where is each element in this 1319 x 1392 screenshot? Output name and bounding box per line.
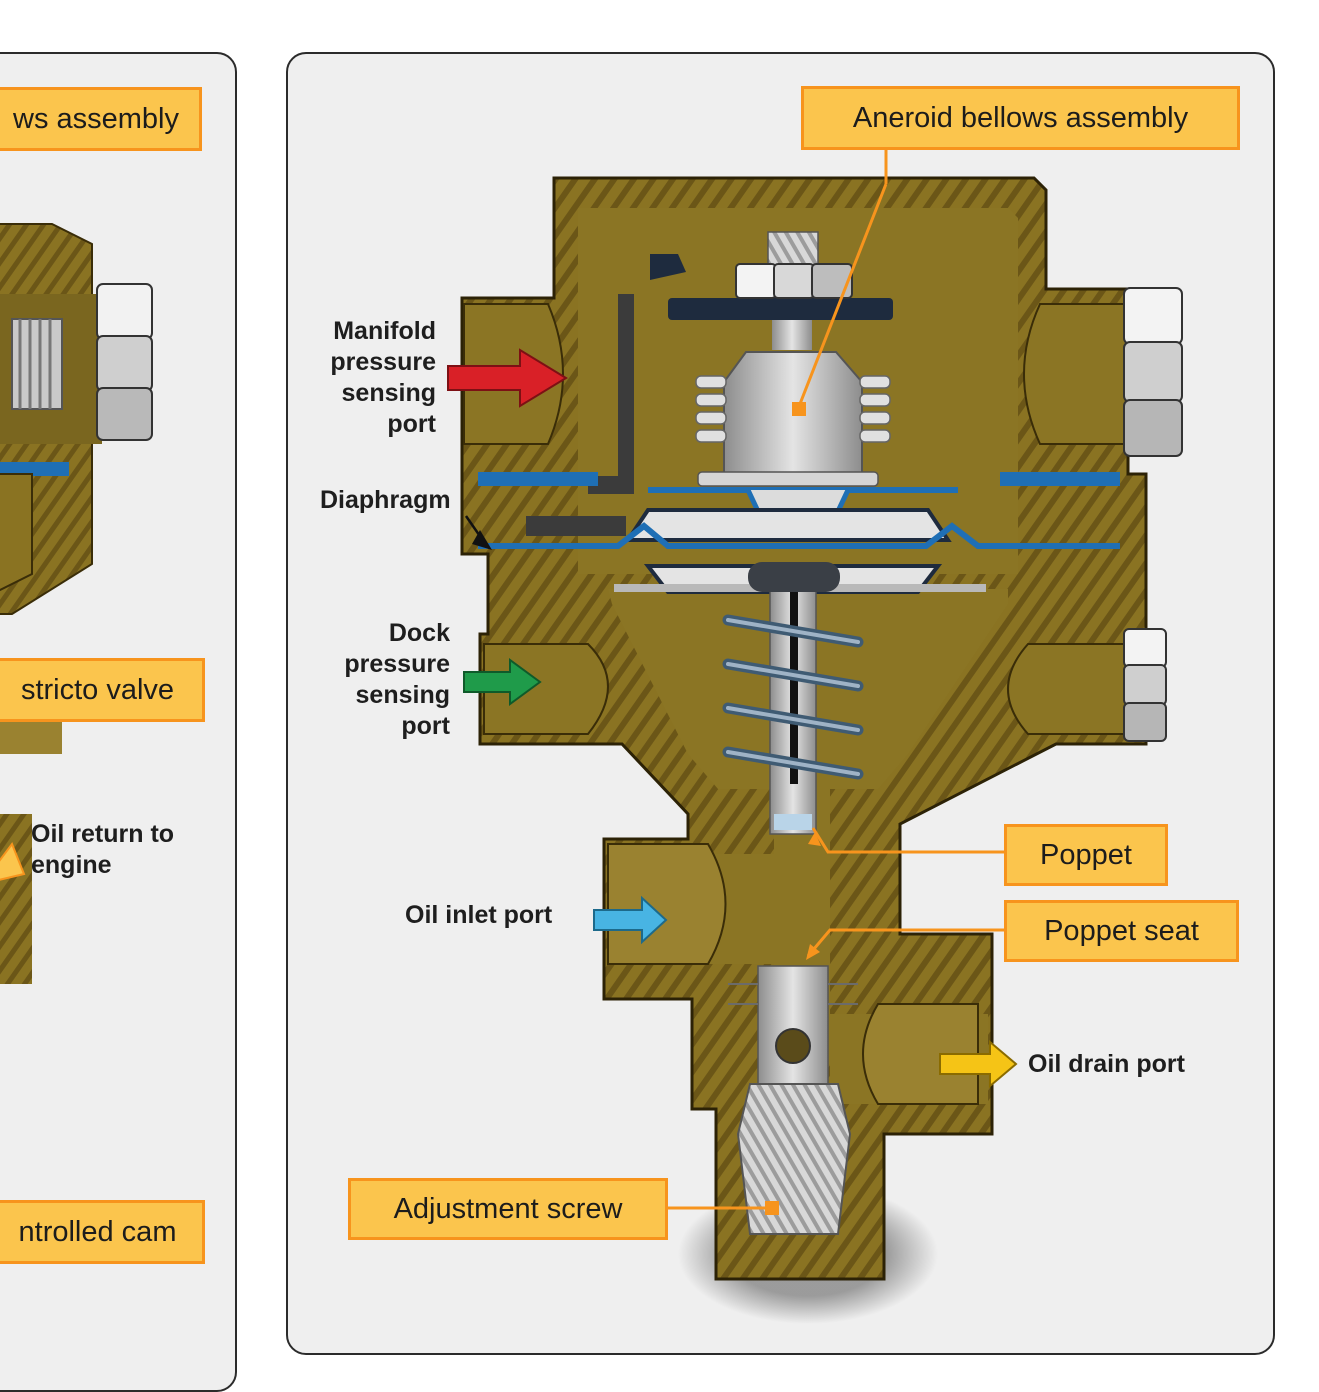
poppet-callout: Poppet — [1004, 824, 1168, 886]
restrictor-valve-callout: stricto valve — [0, 658, 205, 722]
oil-inlet-label: Oil inlet port — [405, 901, 553, 929]
manifold-arrow-icon — [447, 348, 568, 408]
diaphragm-label: Diaphragm — [320, 486, 451, 514]
left-valve-illustration — [0, 223, 153, 984]
pressure-controller-cutaway — [447, 116, 1183, 1324]
poppet-seat-callout: Poppet seat — [1004, 900, 1239, 962]
oil-return-label: Oil return to engine — [31, 820, 175, 879]
adjustment-screw-callout: Adjustment screw — [348, 1178, 668, 1240]
manifold-port-label: Manifold pressure sensing port — [330, 317, 436, 438]
inlet-arrow-icon — [593, 895, 668, 945]
aneroid-bellows-callout: Aneroid bellows assembly — [801, 86, 1240, 150]
right-diagram-panel: Aneroid bellows assembly Poppet Poppet s… — [286, 52, 1275, 1355]
deck-arrow-icon — [463, 658, 542, 706]
controlled-cam-callout: ntrolled cam — [0, 1200, 205, 1264]
left-diagram-panel: ws assembly stricto valve ntrolled cam O… — [0, 52, 237, 1392]
oil-drain-label: Oil drain port — [1028, 1050, 1185, 1078]
bellows-assembly-callout: ws assembly — [0, 87, 202, 151]
deck-port-label: Dock pressure sensing port — [344, 619, 450, 740]
drain-arrow-icon — [939, 1039, 1018, 1089]
